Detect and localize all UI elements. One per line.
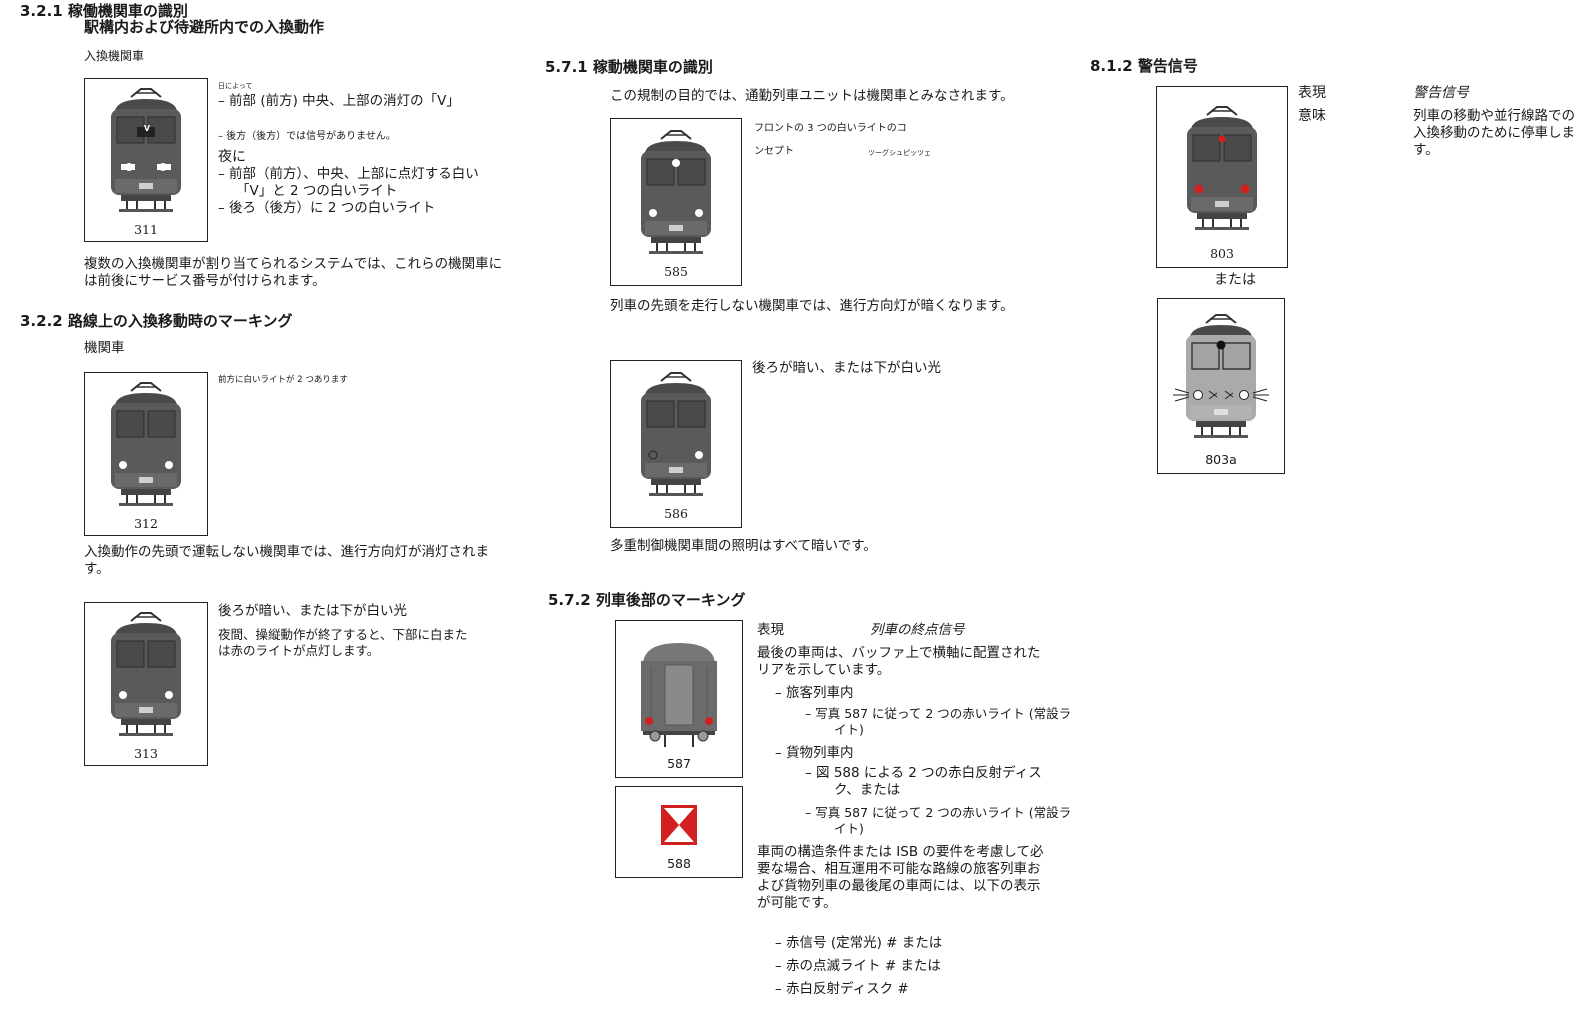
caption-585: 585 (664, 264, 688, 279)
para-lead-off-b: す。 (84, 561, 110, 577)
text-fr-sub2-b: イト) (834, 821, 864, 836)
text-concept: ンセプト (754, 146, 794, 157)
text-passenger: – 旅客列車内 (775, 685, 854, 701)
text-night-2: – 後ろ（後方）に 2 つの白いライト (218, 200, 436, 216)
text-opt-1: – 赤信号 (定常光) # または (775, 935, 943, 951)
figure-311: V 311 (84, 78, 208, 242)
text-pass-sub: – 写真 587 に従って 2 つの赤いライト (常設ラ (805, 706, 1072, 721)
figure-587: 587 (615, 620, 743, 778)
caption-803a: 803a (1205, 452, 1237, 467)
text-multi: 多重制御機関車間の照明はすべて暗いです。 (610, 538, 877, 554)
loco-front-icon (640, 372, 712, 497)
text-opt-3: – 赤白反射ディスク # (775, 981, 909, 997)
caption-586: 586 (664, 506, 688, 521)
loco-front-icon (110, 382, 182, 507)
caption-311: 311 (134, 222, 158, 237)
figure-313: 313 (84, 602, 208, 766)
text-night-end: 夜間、操縦動作が終了すると、下部に白また (218, 627, 468, 642)
text-struct-1: 車両の構造条件または ISB の要件を考慮して必 (757, 844, 1044, 860)
text-fr-sub1: – 図 588 による 2 つの赤白反射ディス (805, 765, 1042, 781)
subheading-shunting: 駅構内および待避所内での入換動作 (84, 18, 325, 36)
text-fr-sub2: – 写真 587 に従って 2 つの赤いライト (常設ラ (805, 805, 1072, 820)
figure-588: 588 (615, 786, 743, 878)
figure-312: 312 (84, 372, 208, 536)
v-mark: V (143, 124, 151, 133)
text-fr-sub1-b: ク、または (834, 782, 901, 798)
reflector-disc-icon (661, 805, 697, 845)
text-struct-4: が可能です。 (757, 895, 837, 911)
caption-312: 312 (134, 516, 158, 531)
figure-803: 803 (1156, 86, 1288, 268)
text-front-two: 前方に白いライトが 2 つあります (218, 375, 348, 385)
loco-front-icon (110, 88, 182, 213)
figure-803a: 803a (1157, 298, 1285, 474)
text-meaning: 列車の移動や並行線路での入換移動のために停車します。 (1413, 108, 1575, 158)
label-expression: 表現 (757, 622, 784, 638)
text-rear-dark-2: 後ろが暗い、または下が白い光 (752, 360, 941, 376)
text-zugspitze: ツーグシュピッツェ (868, 149, 931, 157)
caption-587: 587 (667, 756, 691, 771)
text-night-1: – 前部（前方）、中央、上部に点灯する白い (218, 166, 479, 182)
text-last-car-b: リアを示しています。 (757, 662, 891, 678)
text-day-line: – 前部 (前方) 中央、上部の消灯の「V」 (218, 93, 460, 109)
loco-front-icon (1186, 106, 1258, 231)
heading-8-1-2: 8.1.2 警告信号 (1090, 57, 1198, 75)
para-multi-shunting: 複数の入換機関車が割り当てられるシステムでは、これらの機関車に (84, 256, 503, 272)
figure-585: 585 (610, 118, 742, 286)
heading-3-2-1: 3.2.1 稼働機関車の識別 (20, 2, 188, 20)
text-opt-2: – 赤の点滅ライト # または (775, 958, 941, 974)
text-commuter: この規制の目的では、通勤列車ユニットは機関車とみなされます。 (610, 88, 1014, 104)
text-struct-2: 要な場合、相互運用不可能な路線の旅客列車お (757, 861, 1041, 877)
text-night-end-b: は赤のライトが点灯します。 (218, 643, 380, 658)
caption-313: 313 (134, 746, 158, 761)
text-pass-sub-b: イト) (834, 722, 864, 737)
para-lead-off: 入換動作の先頭で運転しない機関車では、進行方向灯が消灯されま (84, 544, 489, 560)
label-loco: 機関車 (84, 340, 125, 356)
heading-5-7-1: 5.7.1 稼動機関車の識別 (545, 58, 713, 76)
label-shunting-loco: 入換機関車 (84, 49, 145, 63)
para-multi-shunting-b: は前後にサービス番号が付けられます。 (84, 273, 326, 289)
loco-front-icon (110, 612, 182, 737)
text-by-day: 日によって (218, 82, 253, 90)
text-warning: 警告信号 (1413, 85, 1469, 101)
text-rear-dark: 後ろが暗い、または下が白い光 (218, 603, 407, 619)
text-three-white: フロントの 3 つの白いライトのコ (754, 123, 907, 134)
heading-3-2-2: 3.2.2 路線上の入換移動時のマーキング (20, 312, 293, 330)
label-meaning: 意味 (1298, 108, 1326, 124)
text-end-signal: 列車の終点信号 (870, 622, 965, 638)
text-freight: – 貨物列車内 (775, 745, 854, 761)
railcar-rear-icon (641, 643, 717, 747)
text-struct-3: よび貨物列車の最後尾の車両には、以下の表示 (757, 878, 1041, 894)
caption-803: 803 (1210, 246, 1234, 261)
text-last-car: 最後の車両は、バッファ上で横軸に配置された (757, 645, 1041, 661)
loco-front-icon (640, 130, 712, 255)
text-or: または (1214, 272, 1256, 288)
heading-5-7-2: 5.7.2 列車後部のマーキング (548, 591, 746, 609)
text-rear-none: – 後方（後方）では信号がありません。 (218, 131, 396, 142)
caption-588: 588 (667, 856, 691, 871)
text-lead-dark: 列車の先頭を走行しない機関車では、進行方向灯が暗くなります。 (610, 298, 1014, 314)
figure-586: 586 (610, 360, 742, 528)
text-night-1b: 「V」と 2 つの白いライト (236, 183, 398, 199)
loco-front-flashing-icon (1173, 314, 1269, 439)
text-night: 夜に (218, 149, 246, 165)
label-expression-3: 表現 (1298, 85, 1326, 101)
